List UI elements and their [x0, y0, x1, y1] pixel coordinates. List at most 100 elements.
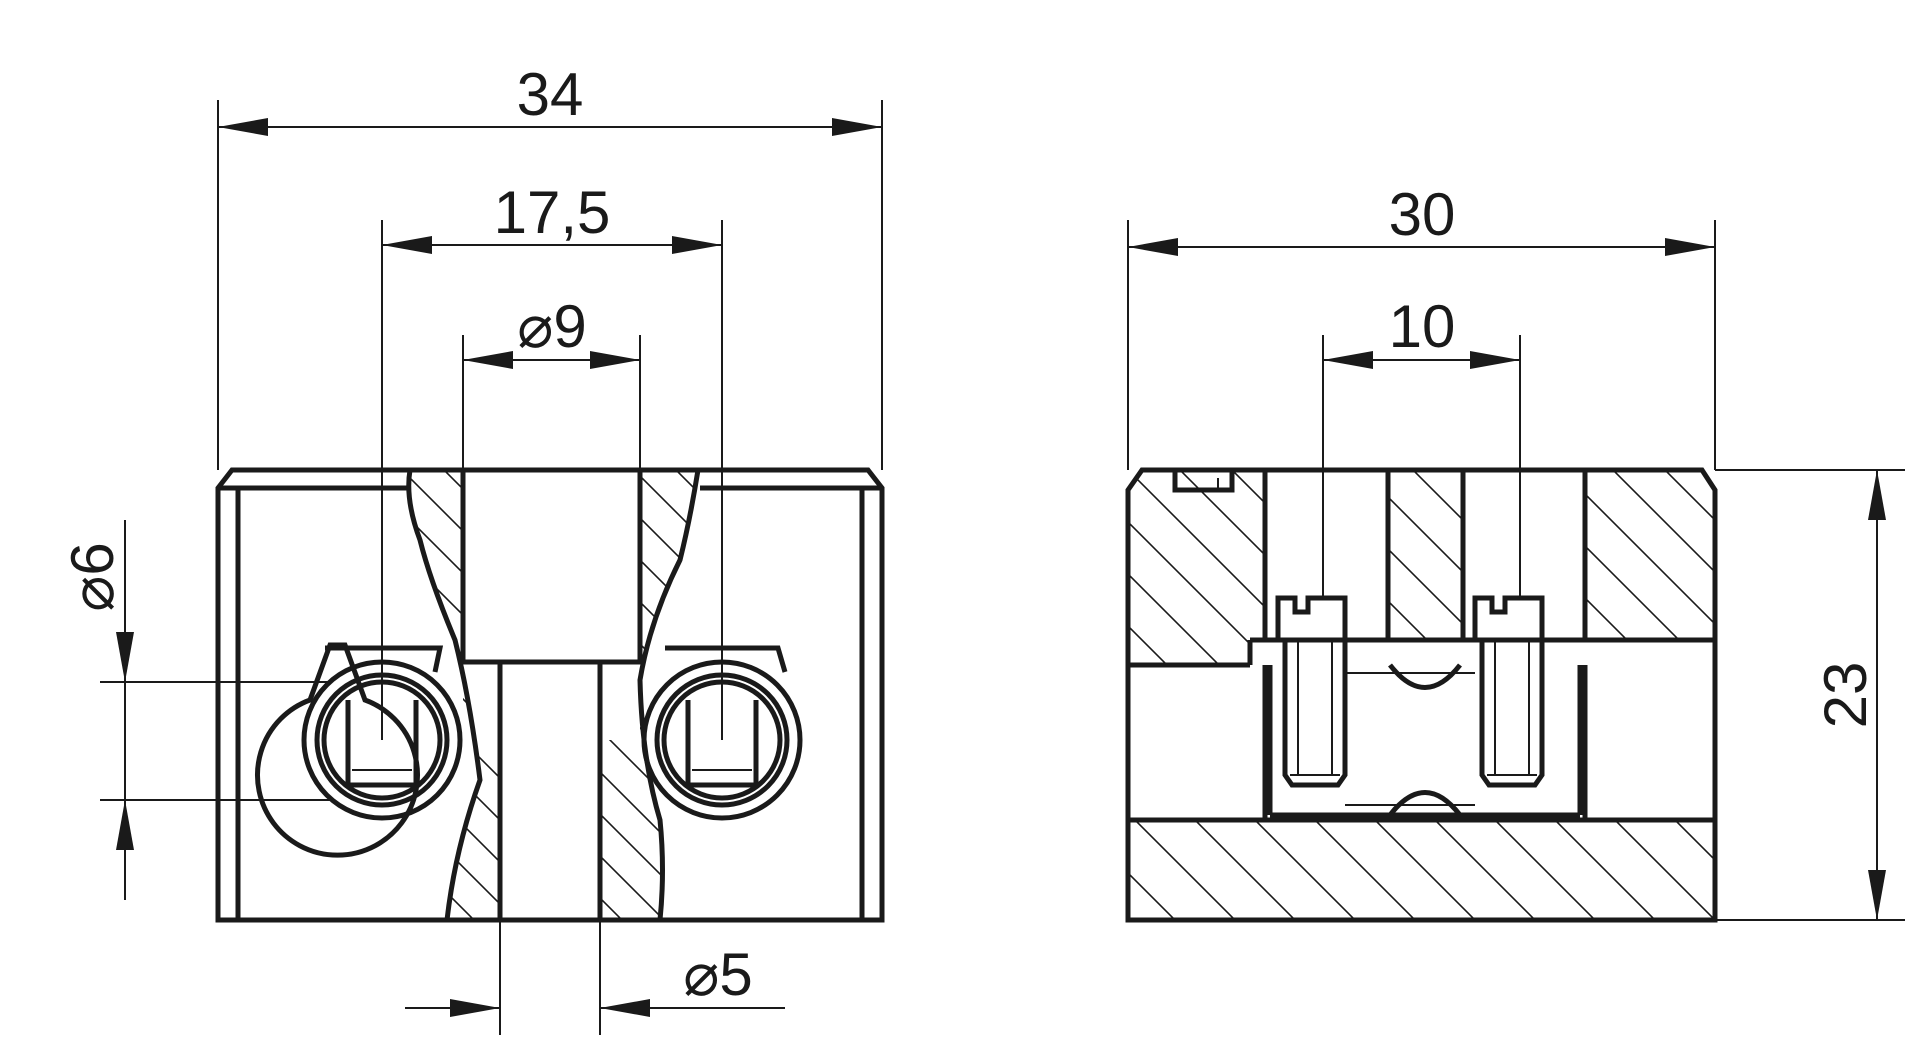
left-hatching [0, 460, 1598, 930]
hatch-line [1654, 470, 1715, 640]
hatch-line [1585, 470, 1633, 640]
left-section-break [406, 469, 701, 921]
hatch-line [1373, 820, 1477, 920]
dim-dia-9-label: ⌀9 [517, 293, 587, 360]
hatch-line [1010, 815, 1120, 925]
dim-30: 30 [1127, 181, 1716, 470]
hatch-line [1433, 820, 1537, 920]
hatch-line [600, 470, 698, 920]
hatch-line [1193, 820, 1297, 920]
hatch-line [1128, 470, 1173, 665]
hatch-line [600, 470, 698, 920]
hatch-line [1507, 460, 1692, 645]
right-view: 30 10 23 [910, 181, 1920, 925]
dim-23: 23 [1715, 469, 1905, 921]
hatch-line [1455, 460, 1640, 645]
top-bore [460, 467, 643, 665]
left-screw-ring [255, 642, 463, 858]
hatch-line [1313, 820, 1417, 920]
bottom-bore [463, 659, 640, 920]
right-hatching [910, 460, 1920, 925]
hatch-line [1128, 470, 1225, 665]
dim-23-label: 23 [1812, 662, 1879, 729]
hatch-line [1128, 460, 1598, 930]
hatch-line [1706, 470, 1715, 640]
hatch-line [960, 460, 1430, 930]
hatch-line [1086, 460, 1556, 930]
hatch-line [1388, 599, 1429, 640]
hatch-line [1811, 460, 1920, 645]
hatch-line [1730, 815, 1840, 925]
hatch-line [708, 460, 1178, 930]
dim-17-5: 17,5 [381, 179, 723, 740]
hatch-line [623, 470, 698, 920]
hatch-line [1002, 460, 1472, 930]
hatch-line [1602, 470, 1715, 640]
dim-34: 34 [217, 61, 883, 470]
hatch-line [1613, 820, 1715, 920]
hatch-line [1493, 820, 1597, 920]
hatch-line [560, 460, 1030, 930]
hatch-line [1128, 470, 1265, 665]
hatch-line [1585, 470, 1715, 640]
dim-dia-5: ⌀5 [405, 920, 785, 1035]
hatch-line [1133, 820, 1237, 920]
hatch-line [600, 470, 698, 920]
hatch-line [1130, 873, 1177, 920]
hatch-line [770, 460, 1240, 930]
hatch-line [1388, 495, 1463, 574]
hatch-line [854, 460, 1324, 930]
dim-10: 10 [1322, 293, 1521, 600]
hatch-line [1253, 820, 1357, 920]
hatch-line [408, 470, 500, 920]
hatch-line [1611, 460, 1796, 645]
hatch-line [408, 470, 443, 920]
dim-dia-9: ⌀9 [462, 293, 641, 470]
hatch-line [1759, 460, 1920, 645]
dim-34-label: 34 [517, 61, 584, 128]
hatch-line [665, 470, 698, 920]
hatch-line [1169, 470, 1265, 665]
dim-dia-6-label: ⌀6 [59, 542, 126, 612]
hatch-line [876, 460, 1346, 930]
hatch-line [1673, 820, 1715, 862]
dim-dia-6: ⌀6 [59, 520, 330, 900]
hatch-line [1553, 820, 1657, 920]
hatch-line [408, 470, 500, 920]
hatch-line [600, 470, 698, 920]
left-body-outline [215, 467, 885, 923]
dim-30-label: 30 [1389, 181, 1456, 248]
hatch-line [1585, 470, 1685, 640]
hatch-line [1395, 460, 1580, 645]
hatch-line [750, 460, 1220, 930]
dim-dia-5-label: ⌀5 [683, 941, 753, 1008]
hatch-line [600, 470, 698, 920]
dim-17-5-label: 17,5 [494, 179, 611, 246]
hatch-line [918, 460, 1388, 930]
hatch-line [408, 470, 485, 920]
dim-10-label: 10 [1389, 293, 1456, 360]
hatch-line [1128, 470, 1265, 665]
hatch-line [475, 470, 500, 920]
screw-right [1472, 595, 1545, 788]
right-body-outline [1125, 467, 1718, 923]
hatch-line [408, 470, 500, 920]
hatch-line [600, 470, 633, 920]
hatch-line [938, 460, 1408, 930]
hatch-line [1863, 460, 1920, 645]
conductor-channel [1267, 663, 1583, 818]
hatch-line [0, 460, 400, 930]
hatch-line [600, 470, 698, 920]
hatch-line [433, 470, 500, 920]
screw-left [1275, 595, 1348, 788]
hatch-line [910, 460, 1120, 670]
hatch-line [120, 460, 590, 930]
hatch-line [408, 470, 500, 920]
hatch-line [1388, 547, 1463, 626]
hatch-line [1044, 460, 1514, 930]
hatch-line [1221, 470, 1265, 665]
hatch-line [518, 460, 988, 930]
hatch-line [644, 460, 1114, 930]
hatch-line [600, 470, 698, 920]
